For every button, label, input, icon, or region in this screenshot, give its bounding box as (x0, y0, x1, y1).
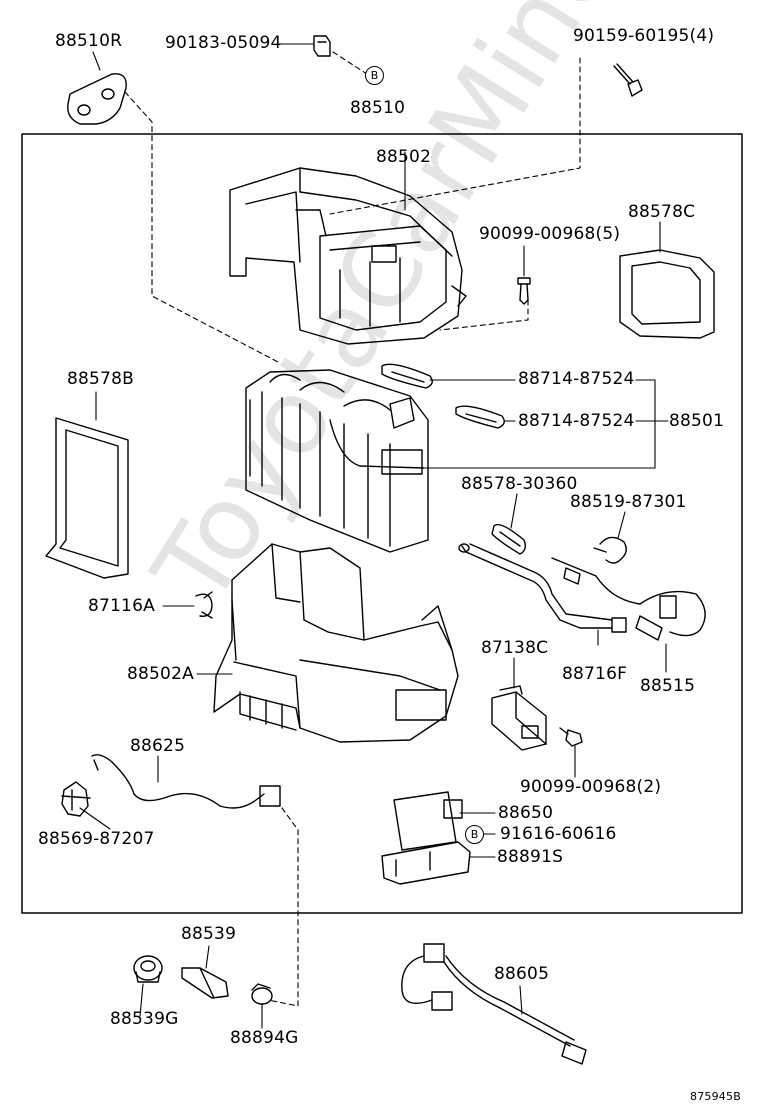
label-88714-87524-b: 88714-87524 (518, 411, 635, 431)
label-90159-60195: 90159-60195(4) (573, 26, 715, 46)
label-90099-00968-5: 90099-00968(5) (479, 224, 621, 244)
cover-88891s (381, 841, 471, 885)
label-87138c: 87138C (481, 638, 549, 658)
harness-88605 (401, 943, 587, 1065)
label-88501: 88501 (669, 411, 725, 431)
label-90099-00968-2: 90099-00968(2) (520, 777, 662, 797)
label-90183-05094: 90183-05094 (165, 33, 282, 53)
plug-88539 (181, 967, 229, 999)
clamp-88894g (251, 983, 273, 1005)
label-88891s: 88891S (497, 847, 564, 867)
label-87116a: 87116A (88, 596, 155, 616)
clip-88578-30360 (491, 523, 527, 555)
clip-88519 (593, 536, 627, 564)
label-88625: 88625 (130, 736, 186, 756)
label-88539g: 88539G (110, 1009, 179, 1029)
ref-mark-b-bottom: B (465, 825, 484, 844)
label-91616-60616: 91616-60616 (500, 824, 617, 844)
label-88716f: 88716F (562, 664, 628, 684)
label-88569-87207: 88569-87207 (38, 829, 155, 849)
seal-88578b (45, 417, 129, 579)
dashed-leaders (124, 51, 581, 1007)
amplifier-88650 (393, 791, 463, 851)
label-88502a: 88502A (127, 664, 194, 684)
label-88605: 88605 (494, 964, 550, 984)
tube-88716f (458, 543, 627, 633)
drawing-code: 875945B (690, 1090, 741, 1103)
evaporator-88501 (245, 369, 429, 553)
label-88894g: 88894G (230, 1028, 299, 1048)
label-88539: 88539 (181, 924, 237, 944)
label-88519-87301: 88519-87301 (570, 492, 687, 512)
gasket-88510r (67, 73, 127, 125)
upper-housing-88502 (229, 167, 467, 345)
ref-mark-b-top: B (365, 66, 384, 85)
assembly-frame (21, 133, 743, 914)
label-88515: 88515 (640, 676, 696, 696)
clip-90183 (313, 35, 331, 57)
lower-housing-88502a (213, 543, 459, 743)
seal-88578c (619, 249, 715, 339)
grommet-88539g (133, 955, 163, 983)
sensor-88515 (551, 557, 706, 641)
screw-90159 (613, 63, 643, 97)
leader-lines (79, 43, 669, 1029)
label-88578b: 88578B (67, 369, 134, 389)
clip-87116a (195, 591, 213, 619)
clip-88714-a (381, 363, 433, 389)
label-88510r: 88510R (55, 31, 123, 51)
label-88502: 88502 (376, 147, 432, 167)
screw-90099-2 (559, 727, 583, 747)
clip-88714-b (455, 405, 505, 429)
label-88510: 88510 (350, 98, 406, 118)
label-88578c: 88578C (628, 202, 696, 222)
clip-88569 (61, 781, 91, 817)
label-88714-87524-a: 88714-87524 (518, 369, 635, 389)
thermistor-88625 (91, 754, 281, 809)
screw-90099-5 (517, 277, 531, 305)
label-88650: 88650 (498, 803, 554, 823)
label-88578-30360: 88578-30360 (461, 474, 578, 494)
resistor-87138c (491, 685, 547, 751)
